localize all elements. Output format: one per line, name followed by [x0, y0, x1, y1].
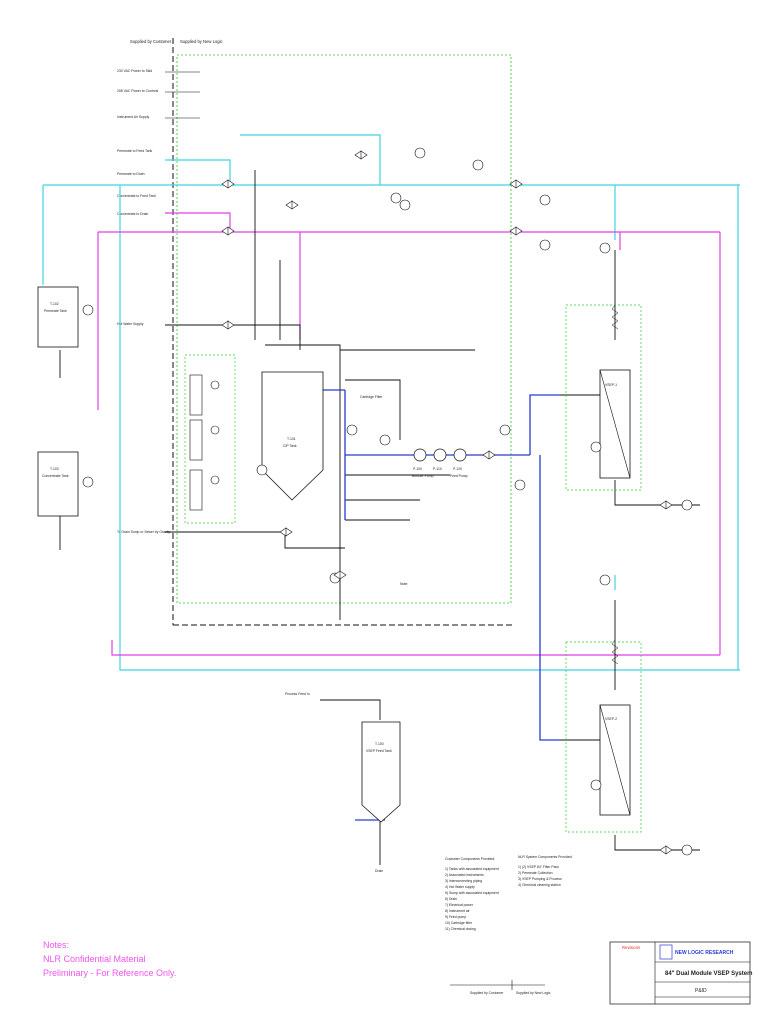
pump-p100-icon	[413, 448, 427, 462]
title-block-doc: P&ID	[695, 988, 707, 994]
pumps	[413, 448, 467, 462]
notes-heading: Notes:	[43, 940, 69, 950]
nlr-components: NLR System Components Provided: 1) (2) V…	[518, 855, 573, 887]
tank-t101-id: T-101	[287, 437, 296, 441]
pump-p110-label: P-110	[433, 467, 442, 471]
left-input-0: 230 VAC Power to Skid	[117, 69, 152, 73]
permeate-lines	[42, 134, 740, 671]
nlr-item-2: 3) VSEP Pumping & Process	[518, 877, 562, 881]
customer-components: Customer Components Provided: 1) Tanks w…	[445, 857, 499, 931]
customer-item-6: 7) Electrical power	[445, 903, 474, 907]
left-input-list: 230 VAC Power to Skid 208 VAC Power to C…	[117, 69, 200, 534]
customer-item-0: 1) Tanks with associated equipment	[445, 867, 499, 871]
tank-t102-name: Permeate Tank	[44, 309, 67, 313]
tank-t103: T-103 Concentrate Tank	[37, 451, 79, 517]
footer-supplied-by-new-logic: Supplied by New Logic	[516, 991, 551, 995]
nlr-item-3: 4) Chemical cleaning station	[518, 883, 561, 887]
title-block: Revisions NEW LOGIC RESEARCH 84" Dual Mo…	[609, 941, 752, 1005]
left-input-2: Instrument Air Supply	[117, 115, 150, 119]
concentrate-lines	[97, 212, 721, 656]
left-input-3: Permeate to Feed Tank	[117, 149, 152, 153]
pump-p100-label: P-100	[413, 467, 422, 471]
tank-t100-id: T-100	[375, 742, 384, 746]
left-input-1: 208 VAC Power to Controls	[117, 89, 159, 93]
footer-supplied-by-customer: Supplied by Customer	[470, 991, 504, 995]
feed-pump-label: Feed Pump	[450, 474, 468, 478]
customer-item-4: 5) Sump with associated equipment	[445, 891, 499, 895]
process-lines	[59, 170, 475, 865]
tank-t102-id: T-102	[50, 302, 59, 306]
chemical-station	[184, 354, 236, 524]
left-input-6: Concentrate to Drain	[117, 212, 148, 216]
valves	[221, 150, 673, 855]
tank-t101: T-101 CIP Tank	[261, 371, 324, 501]
customer-item-8: 9) Feed pump	[445, 915, 466, 919]
left-input-8: To Drain Sump or Sewer by Gravity	[117, 530, 170, 534]
notes-preliminary: Preliminary - For Reference Only.	[43, 968, 176, 978]
tank-t102: T-102 Permeate Tank	[37, 286, 79, 348]
drain-label: Drain	[375, 869, 383, 873]
instrument-bubbles	[82, 147, 693, 856]
header-supplied-by-new-logic: Supplied by New Logic	[180, 39, 223, 44]
note-label: Note:	[400, 582, 408, 586]
vsep-2-label: VSEP-2	[605, 717, 617, 721]
pump-p120-label: P-120	[453, 467, 462, 471]
nlr-item-1: 2) Permeate Collection	[518, 871, 553, 875]
notes-confidential: NLR Confidential Material	[43, 954, 146, 964]
title-block-company: NEW LOGIC RESEARCH	[675, 950, 734, 956]
customer-item-2: 3) Interconnecting piping	[445, 879, 482, 883]
tank-t100: T-100 VSEP Feed Tank	[361, 721, 401, 823]
left-input-7: Hot Water Supply	[117, 322, 144, 326]
tank-t103-name: Concentrate Tank	[42, 474, 69, 478]
vsep-1-label: VSEP-1	[605, 383, 617, 387]
left-input-4: Permeate to Drain	[117, 172, 145, 176]
customer-item-3: 4) Hot Water supply	[445, 885, 475, 889]
customer-item-5: 6) Drain	[445, 897, 457, 901]
feed-lines	[320, 389, 560, 821]
process-feed-label: Process Feed In	[285, 692, 310, 696]
vsep-2-module: VSEP-2	[565, 639, 642, 833]
tank-t101-name: CIP Tank	[283, 444, 297, 448]
skid-boundary	[176, 54, 512, 604]
customer-item-10: 11) Chemical dosing	[445, 927, 476, 931]
cartridge-filter-label: Cartridge Filter	[360, 395, 383, 399]
nlr-components-title: NLR System Components Provided:	[518, 855, 573, 859]
pump-p120-icon	[453, 448, 467, 462]
vsep-1-module: VSEP-1	[565, 304, 642, 491]
title-block-system: 84" Dual Module VSEP System	[665, 971, 752, 977]
title-block-revisions: Revisions	[622, 945, 640, 950]
booster-pump-label: Booster Pump	[412, 474, 434, 478]
customer-item-9: 10) Cartridge filter	[445, 921, 473, 925]
company-logo-icon	[659, 944, 673, 960]
tank-t103-id: T-103	[50, 467, 59, 471]
header-supplied-by-customer: Supplied by Customer	[130, 39, 172, 44]
nlr-item-0: 1) (2) VSEP 84" Filter Pack	[518, 865, 559, 869]
customer-item-7: 8) Instrument air	[445, 909, 471, 913]
customer-item-1: 2) Associated instruments	[445, 873, 484, 877]
pump-p110-icon	[433, 448, 447, 462]
left-input-5: Concentrate to Feed Tank	[117, 194, 156, 198]
tank-t100-name: VSEP Feed Tank	[366, 749, 392, 753]
customer-components-title: Customer Components Provided:	[445, 857, 495, 861]
